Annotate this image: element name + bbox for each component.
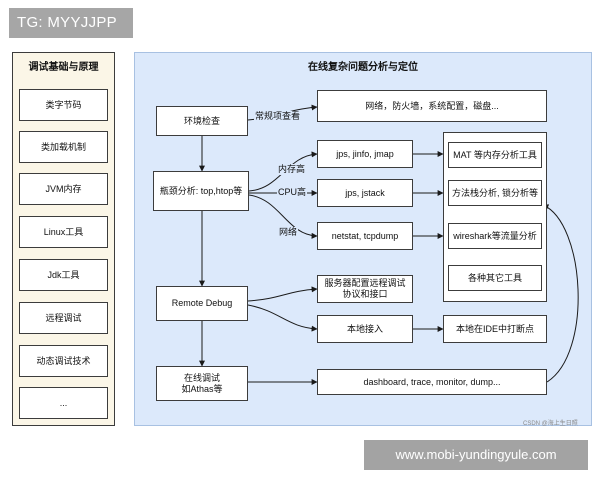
- env-check-node: 环境检查: [156, 106, 248, 136]
- flow-connectors: [199, 104, 579, 385]
- left-item-remote-debug: 远程调试: [19, 302, 108, 334]
- server-config-line2: 协议和接口: [342, 289, 388, 299]
- left-item-bytecode: 类字节码: [19, 89, 108, 121]
- online-analysis-panel: 在线复杂问题分析与定位: [134, 52, 592, 426]
- remote-debug-node: Remote Debug: [156, 286, 248, 321]
- local-connect-node: 本地接入: [317, 315, 413, 343]
- jps-jinfo-jmap-node: jps, jinfo, jmap: [317, 140, 413, 168]
- other-tools-node: 各种其它工具: [448, 265, 542, 291]
- netstat-tcpdump-node: netstat, tcpdump: [317, 222, 413, 250]
- jps-jstack-node: jps, jstack: [317, 179, 413, 207]
- dashboard-trace-node: dashboard, trace, monitor, dump...: [317, 369, 547, 395]
- online-debug-line2: 如Athas等: [181, 383, 223, 394]
- online-debug-node: 在线调试 如Athas等: [156, 366, 248, 401]
- tag-label: TG: MYYJJPP: [9, 8, 133, 38]
- network-firewall-node: 网络，防火墙，系统配置，磁盘...: [317, 90, 547, 122]
- mat-memory-tools-node: MAT 等内存分析工具: [448, 142, 542, 168]
- left-item-jvm-memory: JVM内存: [19, 173, 108, 205]
- bottleneck-node: 瓶颈分析: top,htop等: [153, 171, 249, 211]
- left-item-linux-tools: Linux工具: [19, 216, 108, 248]
- online-analysis-title: 在线复杂问题分析与定位: [308, 62, 418, 73]
- network-label: 网络: [278, 227, 299, 238]
- method-stack-analysis-node: 方法栈分析, 锁分析等: [448, 180, 542, 206]
- left-item-jdk-tools: Jdk工具: [19, 259, 108, 291]
- ide-breakpoint-node: 本地在IDE中打断点: [443, 315, 547, 343]
- server-config-node: 服务器配置远程调试 协议和接口: [317, 275, 413, 303]
- cpu-high-label: CPU高: [277, 187, 308, 198]
- left-item-more: ...: [19, 387, 108, 419]
- debug-basics-panel: 调试基础与原理 类字节码 类加载机制 JVM内存 Linux工具 Jdk工具 远…: [12, 52, 115, 426]
- url-banner: www.mobi-yundingyule.com: [364, 440, 588, 470]
- memory-high-label: 内存高: [277, 164, 307, 175]
- online-debug-line1: 在线调试: [183, 372, 220, 383]
- left-item-class-loading: 类加载机制: [19, 131, 108, 163]
- wireshark-analysis-node: wireshark等流量分析: [448, 223, 542, 249]
- debug-basics-title: 调试基础与原理: [28, 62, 99, 73]
- routine-check-label: 常规项查看: [254, 111, 302, 122]
- left-item-dynamic-debug: 动态调试技术: [19, 345, 108, 377]
- csdn-watermark: CSDN @海上生日照: [523, 421, 578, 427]
- server-config-line1: 服务器配置远程调试: [324, 278, 406, 288]
